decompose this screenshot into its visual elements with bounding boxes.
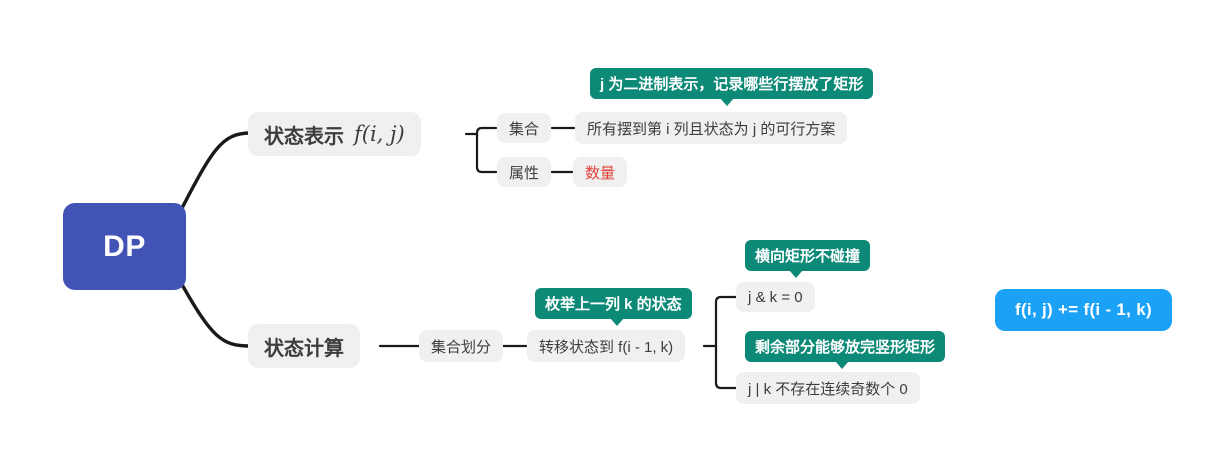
note-text: 剩余部分能够放完竖形矩形 [755, 339, 936, 356]
child-node-attribute-value[interactable]: 数量 [573, 157, 628, 187]
connector-to-set [475, 126, 498, 136]
child-node-partition-label[interactable]: 集合划分 [419, 330, 504, 362]
connector-to-condition-and [714, 295, 738, 348]
branch-node-state-representation[interactable]: 状态表示 f(i, j) [248, 112, 421, 156]
node-condition-jk-or[interactable]: j | k 不存在连续奇数个 0 [736, 372, 920, 404]
node-label: 所有摆到第 i 列且状态为 j 的可行方案 [587, 120, 836, 138]
node-label: 转移状态到 f(i - 1, k) [539, 338, 674, 356]
note-callout-horizontal-no-collision[interactable]: 横向矩形不碰撞 [745, 240, 871, 278]
node-label: 数量 [585, 164, 616, 182]
callout-pointer [788, 270, 803, 278]
note-text: 横向矩形不碰撞 [755, 248, 861, 265]
node-label: 集合 [509, 120, 540, 138]
connector-to-condition-or [714, 344, 738, 390]
root-node-label: DP [103, 229, 146, 263]
node-transfer-state[interactable]: 转移状态到 f(i - 1, k) [527, 330, 686, 362]
child-node-set-value[interactable]: 所有摆到第 i 列且状态为 j 的可行方案 [575, 112, 848, 144]
note-callout-enumerate-k[interactable]: 枚举上一列 k 的状态 [535, 288, 692, 326]
note-text: 枚举上一列 k 的状态 [545, 296, 682, 313]
root-node-dp[interactable]: DP [63, 203, 186, 290]
note-text: j 为二进制表示，记录哪些行摆放了矩形 [600, 76, 864, 93]
child-node-set-label[interactable]: 集合 [497, 113, 552, 143]
note-callout-binary-representation[interactable]: j 为二进制表示，记录哪些行摆放了矩形 [590, 68, 874, 106]
formula-text: f(i, j) += f(i - 1, k) [1015, 300, 1152, 319]
node-condition-jk-and[interactable]: j & k = 0 [736, 282, 815, 312]
node-label: 集合划分 [431, 338, 492, 356]
node-label: j | k 不存在连续奇数个 0 [748, 380, 908, 398]
formula-badge[interactable]: f(i, j) += f(i - 1, k) [995, 289, 1172, 331]
callout-pointer [720, 98, 735, 106]
connector-to-attribute [475, 132, 498, 174]
connector-root-to-computation [178, 279, 252, 348]
node-label: 属性 [509, 164, 540, 182]
node-label: 状态表示 [264, 125, 344, 148]
node-label: j & k = 0 [748, 288, 803, 306]
node-label: 状态计算 [264, 337, 344, 360]
child-node-attribute-label[interactable]: 属性 [497, 157, 552, 187]
math-expression: f(i, j) [354, 122, 405, 146]
note-callout-vertical-fill[interactable]: 剩余部分能够放完竖形矩形 [745, 331, 946, 369]
callout-pointer [835, 361, 849, 369]
branch-node-state-computation[interactable]: 状态计算 [248, 324, 360, 368]
callout-pointer [610, 318, 625, 326]
connector-root-to-representation [178, 131, 252, 214]
